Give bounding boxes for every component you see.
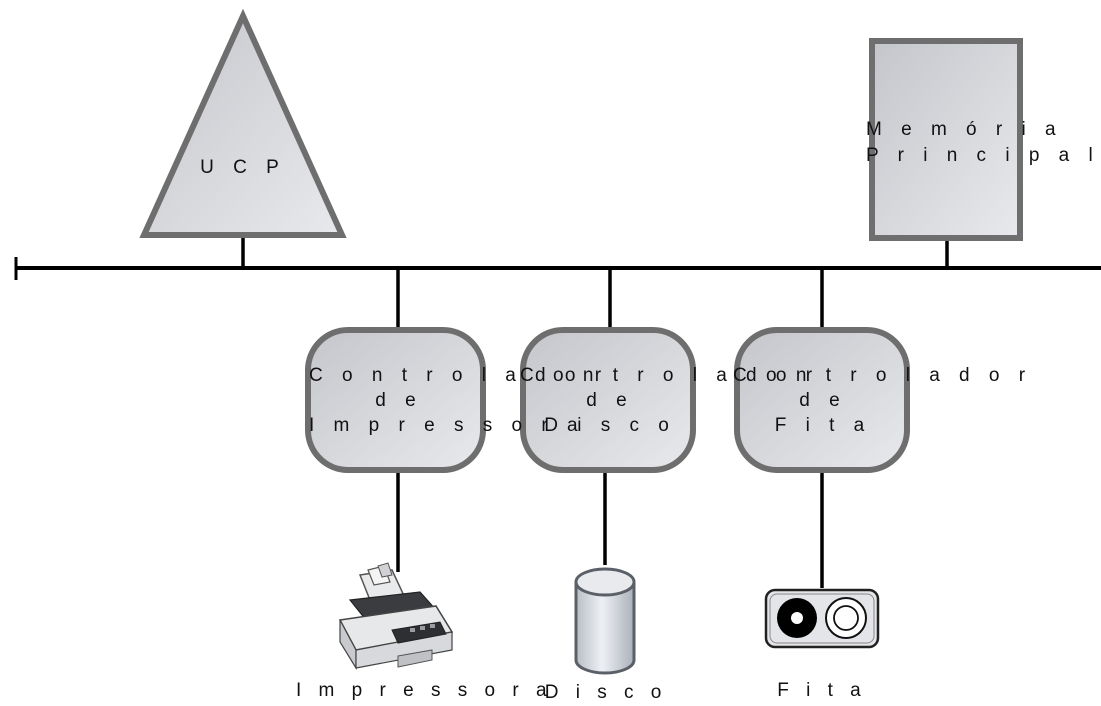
disk-controller-label-line3: D i s c o xyxy=(544,415,676,436)
tape-controller-label-line3: F i t a xyxy=(774,415,872,436)
disk-controller-label-line2: d e xyxy=(586,390,634,411)
tape-controller-label-line2: d e xyxy=(799,390,847,411)
tape-device-label: F i t a xyxy=(777,680,867,701)
memory-label-line1: M e m ó r i a xyxy=(866,119,1063,140)
printer-controller-label: C o n t r o l a d o r d e I m p r e s s … xyxy=(309,363,609,438)
tape-controller-label-line1: C o n t r o l a d o r xyxy=(733,365,1033,386)
printer-controller-label-line2: d e xyxy=(375,390,423,411)
memory-label-line2: P r i n c i p a l xyxy=(866,145,1100,166)
disk-controller-label-line1: C o n t r o l a d o r xyxy=(520,365,820,386)
disk-icon xyxy=(574,567,636,675)
cpu-label: U C P xyxy=(200,157,286,178)
disk-controller-label: C o n t r o l a d o r d e D i s c o xyxy=(520,363,820,438)
tape-controller-shape xyxy=(734,327,910,473)
printer-controller-label-line3: I m p r e s s o r a xyxy=(309,415,585,436)
tape-controller-label: C o n t r o l a d o r d e F i t a xyxy=(733,363,1033,438)
disk-device-label: D i s c o xyxy=(544,682,668,703)
printer-device-label: I m p r e s s o r a xyxy=(296,680,553,701)
printer-controller-shape xyxy=(305,327,486,473)
memory-box xyxy=(869,38,1023,241)
tape-icon xyxy=(764,588,880,649)
printer-controller-label-line1: C o n t r o l a d o r xyxy=(309,365,609,386)
printer-icon xyxy=(338,562,454,671)
cpu-triangle xyxy=(139,8,347,238)
disk-controller-shape xyxy=(520,327,696,473)
